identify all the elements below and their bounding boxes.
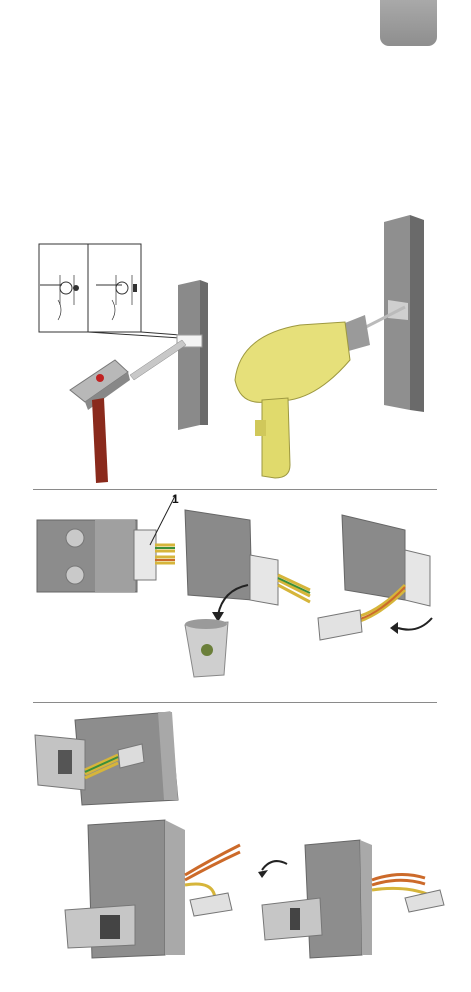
frame-detail-bottom-left bbox=[65, 820, 240, 958]
frame-detail-top bbox=[35, 712, 178, 805]
frame-detail-bottom-right bbox=[258, 840, 444, 958]
